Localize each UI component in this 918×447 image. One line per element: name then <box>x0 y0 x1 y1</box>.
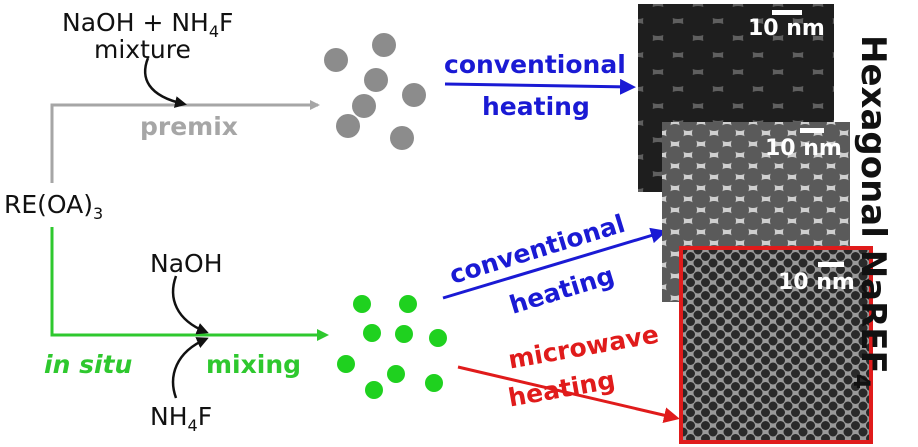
nh4f-arrow <box>171 337 209 399</box>
gray-nanoparticle-icon <box>324 33 426 150</box>
product-title: Hexagonal NaREF4 <box>845 35 915 435</box>
scale-label-2: 10 nm <box>765 136 842 161</box>
naoh-nh4f-label: NaOH + NH4F <box>62 8 234 41</box>
mixture-arrow <box>143 57 187 108</box>
nh4f-label: NH4F <box>150 402 213 435</box>
naoh-arrow <box>171 275 209 335</box>
product-title-text: Hexagonal NaREF4 <box>848 35 893 390</box>
in-situ-label: in situ <box>44 350 133 379</box>
premix-path <box>50 100 320 183</box>
mixing-label: mixing <box>206 350 302 379</box>
scale-label-1: 10 nm <box>748 16 825 41</box>
scale-label-3: 10 nm <box>778 270 855 295</box>
scale-bar-1 <box>772 10 802 15</box>
green-nanoparticle-icon <box>337 295 447 399</box>
scale-bar-3 <box>818 262 844 267</box>
heating-top-label: heating <box>482 92 590 121</box>
conventional-top-label: conventional <box>444 50 626 79</box>
scale-bar-2 <box>800 128 824 133</box>
mixture-label: mixture <box>94 35 191 64</box>
premix-label: premix <box>140 112 238 141</box>
conventional-mid-arrow <box>442 227 667 300</box>
tem-image-microwave <box>679 246 873 444</box>
microwave-arrow <box>457 365 680 424</box>
in-situ-path <box>50 227 329 341</box>
re-oa-label: RE(OA)3 <box>4 190 104 223</box>
conventional-top-arrow <box>444 78 636 95</box>
naoh-label: NaOH <box>150 249 223 278</box>
